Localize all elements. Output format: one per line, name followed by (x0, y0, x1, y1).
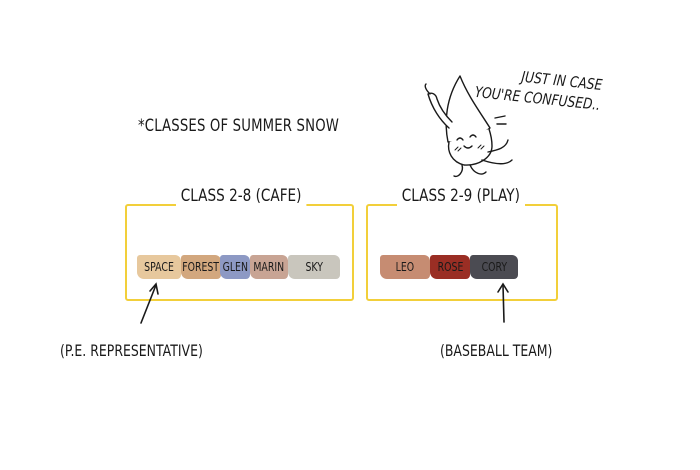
student-name: MARIN (253, 260, 285, 274)
student-name: SKY (305, 260, 323, 274)
student-swatch-marin: MARIN (250, 255, 288, 279)
class-2-9-box (366, 204, 558, 301)
student-swatch-forest: FOREST (181, 255, 221, 279)
student-swatch-sky: SKY (288, 255, 340, 279)
student-swatch-space: SPACE (137, 255, 181, 279)
class-2-8-box (125, 204, 354, 301)
student-swatch-cory: CORY (470, 255, 518, 279)
student-name: CORY (481, 260, 507, 274)
student-swatch-glen: GLEN (220, 255, 250, 279)
speech-text: JUST IN CASE YOU'RE CONFUSED.. (474, 62, 604, 115)
baseball-team-annotation: (BASEBALL TEAM) (440, 341, 553, 360)
student-name: SPACE (144, 260, 174, 274)
pe-representative-annotation: (P.E. REPRESENTATIVE) (60, 341, 203, 360)
student-name: LEO (395, 260, 415, 274)
page-title: *CLASSES OF SUMMER SNOW (138, 116, 340, 136)
student-swatch-leo: LEO (380, 255, 430, 279)
class-2-8-label: CLASS 2-8 (CAFE) (176, 186, 307, 206)
student-swatch-rose: ROSE (430, 255, 470, 279)
class-2-9-label: CLASS 2-9 (PLAY) (397, 186, 525, 206)
student-name: FOREST (182, 260, 220, 274)
student-name: GLEN (222, 260, 248, 274)
student-name: ROSE (437, 260, 463, 274)
